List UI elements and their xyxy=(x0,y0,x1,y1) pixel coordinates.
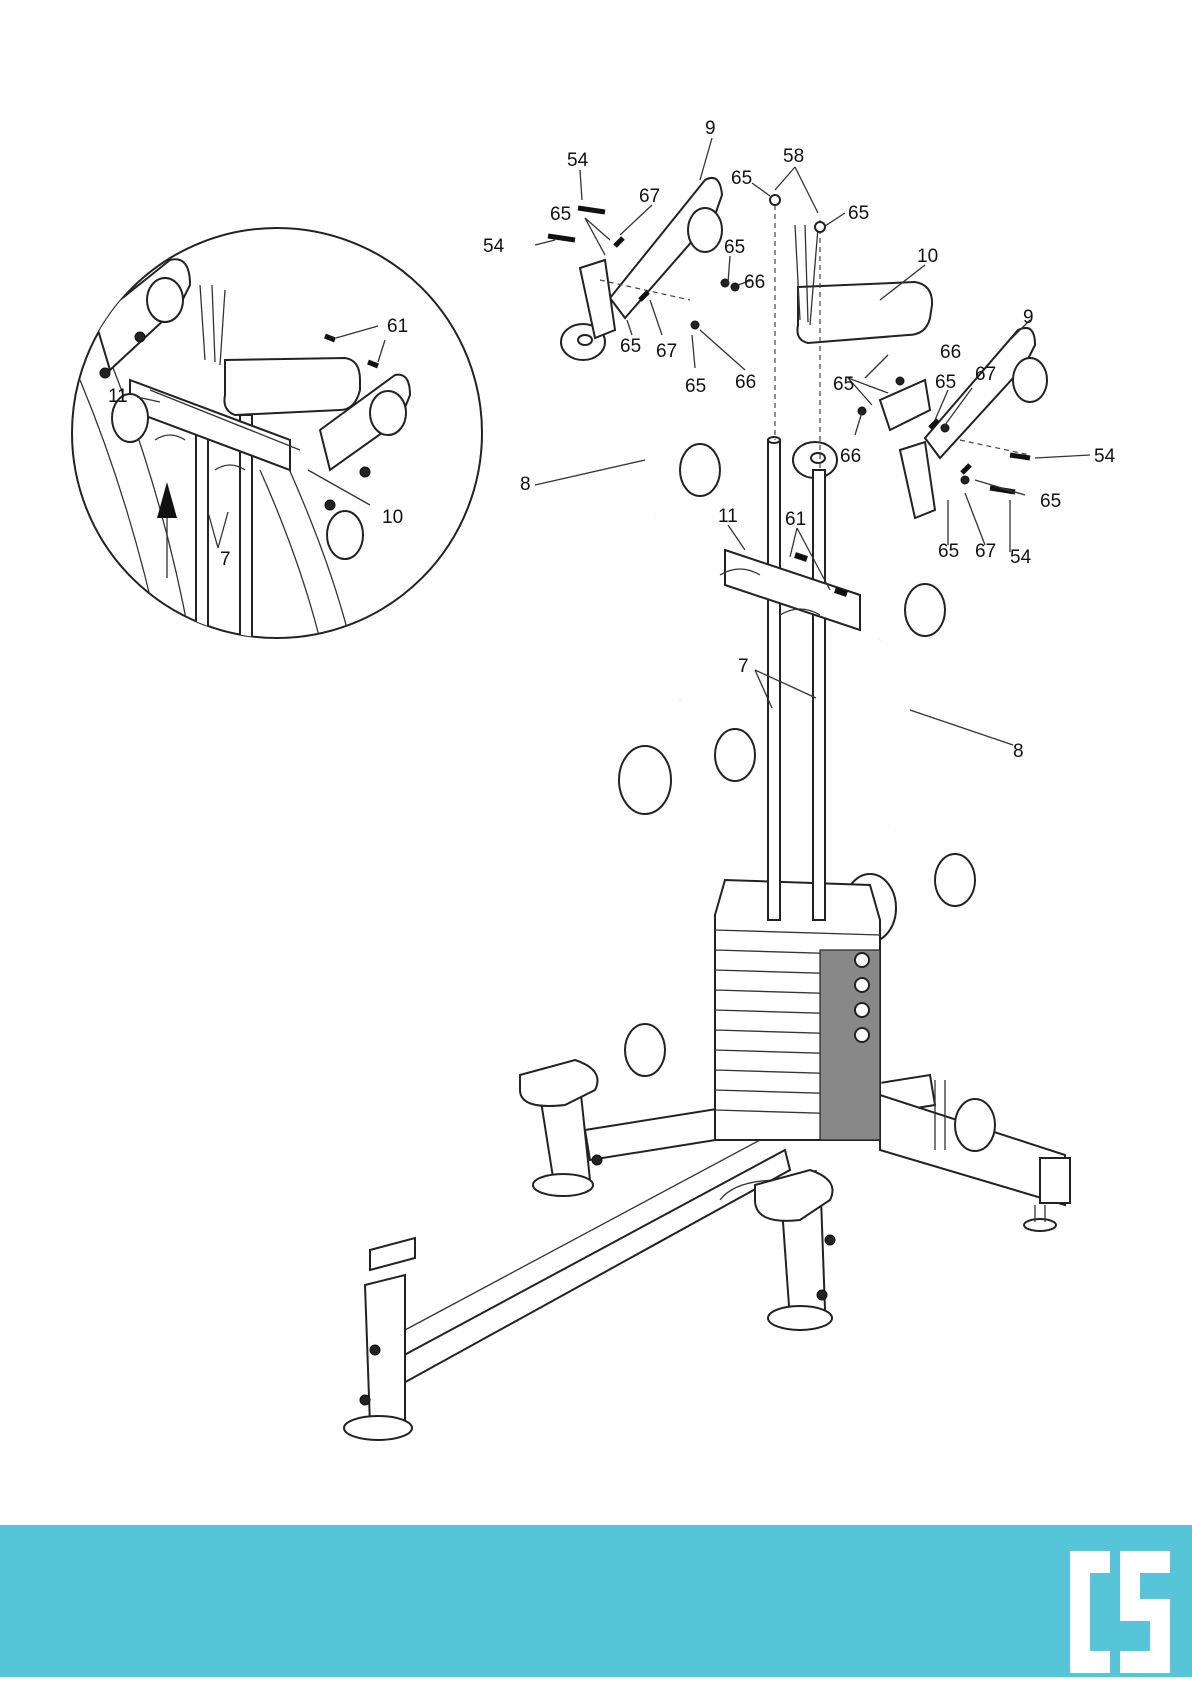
label-8-right: 8 xyxy=(1013,741,1024,762)
label-61-inset: 61 xyxy=(387,316,408,337)
label-66-a: 66 xyxy=(744,272,765,293)
label-11: 11 xyxy=(718,506,738,527)
label-65-g: 65 xyxy=(935,372,956,393)
label-10: 10 xyxy=(917,246,938,267)
label-65-b: 65 xyxy=(848,203,869,224)
gym-machine-drawing: 9 54 67 65 54 65 58 65 65 66 10 65 67 65… xyxy=(344,118,1116,1440)
label-65-e: 65 xyxy=(685,376,706,397)
label-10-inset: 10 xyxy=(382,507,403,528)
label-11-inset: 11 xyxy=(108,386,128,407)
label-7-inset: 7 xyxy=(220,549,231,570)
label-66-b: 66 xyxy=(735,372,756,393)
bottom-strip xyxy=(0,1677,1192,1685)
label-54-top: 54 xyxy=(567,150,589,171)
label-65-top: 65 xyxy=(550,204,571,225)
label-61: 61 xyxy=(785,509,806,530)
label-54-bottom: 54 xyxy=(1010,547,1032,568)
footer-band: CS xyxy=(0,1525,1192,1685)
label-67-top: 67 xyxy=(639,186,660,207)
label-54-right: 54 xyxy=(1094,446,1116,467)
label-65-i: 65 xyxy=(938,541,959,562)
label-65-d: 65 xyxy=(620,336,641,357)
cs-brand-logo-icon xyxy=(1065,1543,1175,1683)
label-58: 58 xyxy=(783,146,804,167)
label-65-f: 65 xyxy=(833,374,854,395)
label-66-d: 66 xyxy=(840,446,861,467)
label-65-c: 65 xyxy=(724,237,745,258)
label-65-a: 65 xyxy=(731,168,752,189)
label-65-h: 65 xyxy=(1040,491,1061,512)
label-66-c: 66 xyxy=(940,342,961,363)
label-67-b: 67 xyxy=(656,341,677,362)
inset-detail-view: 61 11 10 7 xyxy=(72,228,482,645)
label-7: 7 xyxy=(738,656,749,677)
label-8-left: 8 xyxy=(520,474,531,495)
label-67-c: 67 xyxy=(975,364,996,385)
label-54-left: 54 xyxy=(483,236,505,257)
label-9-right: 9 xyxy=(1023,307,1034,328)
label-67-d: 67 xyxy=(975,541,996,562)
label-9-left: 9 xyxy=(705,118,716,139)
